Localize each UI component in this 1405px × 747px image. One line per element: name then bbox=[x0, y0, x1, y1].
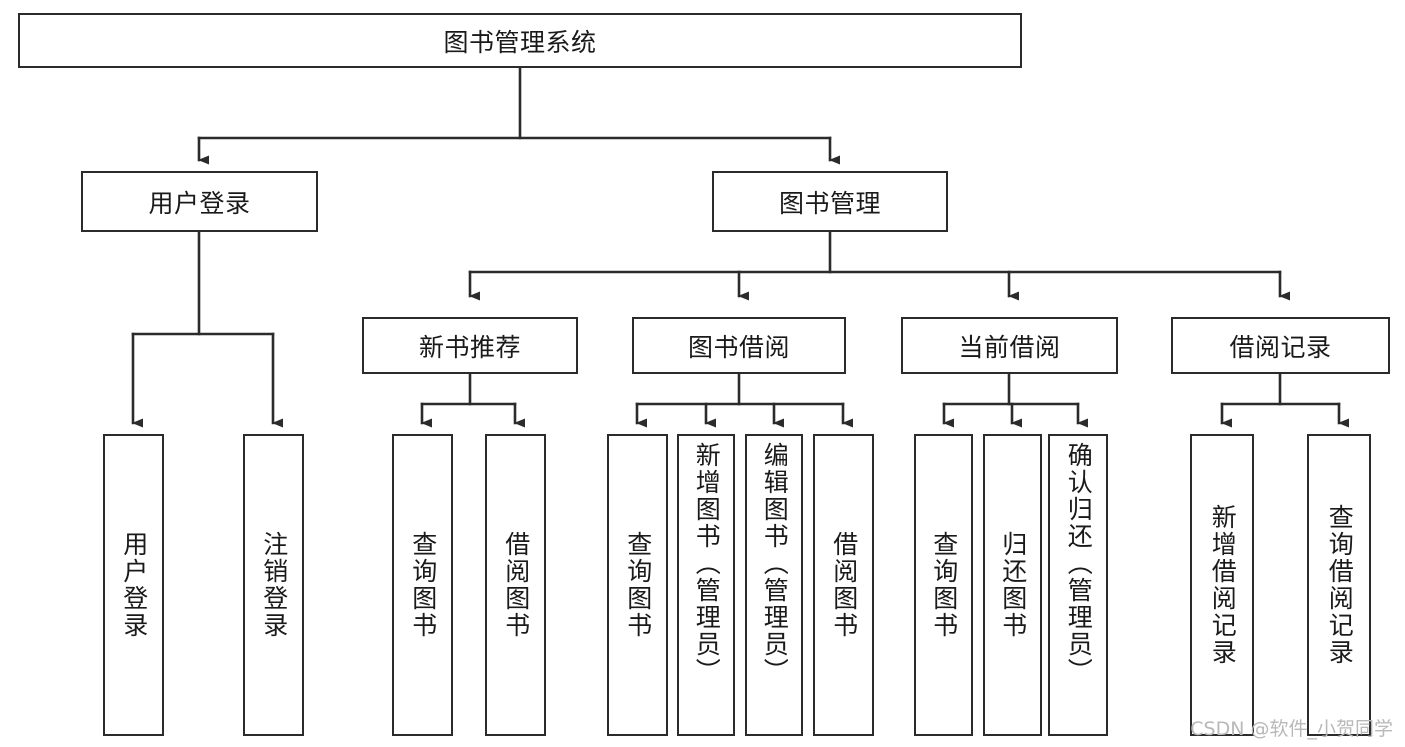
node-leaf-query-book-borrow[interactable]: 查询图书 bbox=[607, 434, 668, 736]
node-leaf-query-book-current[interactable]: 查询图书 bbox=[914, 434, 973, 736]
node-label: 借阅图书 bbox=[501, 531, 531, 639]
node-label: 新增借阅记录 bbox=[1208, 504, 1238, 666]
node-label: 图书管理 bbox=[778, 188, 881, 218]
node-book-manage[interactable]: 图书管理 bbox=[712, 171, 948, 232]
node-label: 确认归还（管理员） bbox=[1064, 442, 1094, 685]
node-label: 当前借阅 bbox=[958, 332, 1061, 362]
node-leaf-query-book-recommend[interactable]: 查询图书 bbox=[392, 434, 453, 736]
node-leaf-confirm-return[interactable]: 确认归还（管理员） bbox=[1048, 434, 1108, 736]
node-label: 查询图书 bbox=[929, 531, 959, 639]
node-leaf-add-book[interactable]: 新增图书（管理员） bbox=[677, 434, 735, 736]
node-book-borrow[interactable]: 图书借阅 bbox=[632, 317, 846, 374]
node-leaf-edit-book[interactable]: 编辑图书（管理员） bbox=[745, 434, 803, 736]
node-label: 图书管理系统 bbox=[443, 27, 597, 57]
node-leaf-user-login[interactable]: 用户登录 bbox=[103, 434, 164, 736]
node-label: 用户登录 bbox=[148, 188, 251, 218]
node-label: 查询借阅记录 bbox=[1325, 504, 1355, 666]
node-leaf-borrow-book-recommend[interactable]: 借阅图书 bbox=[485, 434, 546, 736]
node-label: 归还图书 bbox=[998, 531, 1028, 639]
node-user-login[interactable]: 用户登录 bbox=[81, 171, 318, 232]
node-label: 查询图书 bbox=[408, 531, 438, 639]
node-leaf-logout[interactable]: 注销登录 bbox=[243, 434, 304, 736]
node-label: 借阅图书 bbox=[829, 531, 859, 639]
watermark-text: CSDN @软件_小贺同学 bbox=[1190, 718, 1393, 740]
node-label: 借阅记录 bbox=[1229, 332, 1332, 362]
node-label: 查询图书 bbox=[623, 531, 653, 639]
node-root-system[interactable]: 图书管理系统 bbox=[18, 13, 1022, 68]
node-new-book-recommend[interactable]: 新书推荐 bbox=[362, 317, 578, 374]
node-label: 图书借阅 bbox=[687, 332, 790, 362]
node-label: 新增图书（管理员） bbox=[692, 442, 722, 685]
node-leaf-add-borrow-record[interactable]: 新增借阅记录 bbox=[1190, 434, 1254, 736]
node-label: 注销登录 bbox=[259, 531, 289, 639]
node-current-borrow[interactable]: 当前借阅 bbox=[901, 317, 1118, 374]
node-label: 用户登录 bbox=[119, 531, 149, 639]
node-leaf-borrow-book[interactable]: 借阅图书 bbox=[813, 434, 874, 736]
node-borrow-record[interactable]: 借阅记录 bbox=[1171, 317, 1390, 374]
node-leaf-query-borrow-record[interactable]: 查询借阅记录 bbox=[1307, 434, 1371, 736]
node-label: 编辑图书（管理员） bbox=[760, 442, 790, 685]
node-leaf-return-book[interactable]: 归还图书 bbox=[983, 434, 1042, 736]
node-label: 新书推荐 bbox=[418, 332, 521, 362]
